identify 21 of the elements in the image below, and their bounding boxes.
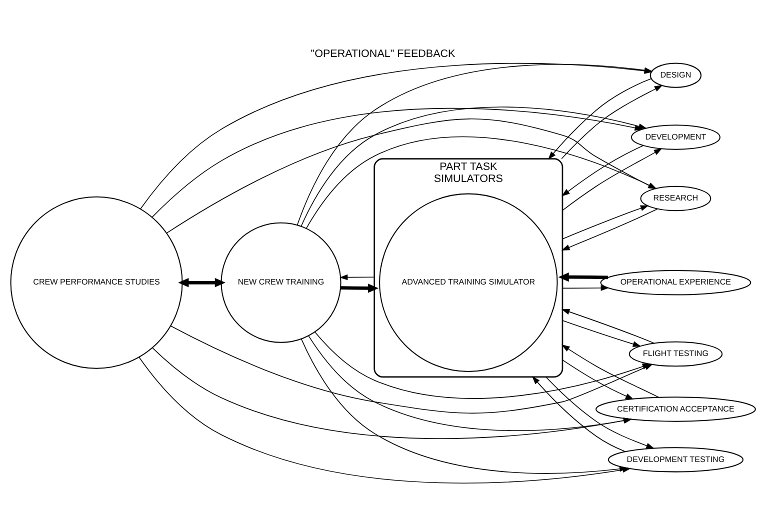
arrow [562,205,649,240]
arrow [562,145,644,196]
arrow [339,274,375,280]
arrow [178,278,226,288]
arrow [558,272,608,282]
arrow [562,148,662,211]
arrow [548,78,652,160]
arrow [562,285,610,291]
arrow [561,309,655,344]
arrow [562,320,642,347]
arrow [562,360,634,400]
arrow [340,284,379,293]
arrow [561,85,663,160]
arrow [532,376,626,452]
arrow [300,338,628,474]
arrow [300,106,647,227]
arrow [545,376,655,449]
arrow [314,332,651,399]
arrow [561,344,659,398]
diagram-title: "OPERATIONAL" FEEDBACK [310,48,456,60]
arrow [561,208,658,250]
